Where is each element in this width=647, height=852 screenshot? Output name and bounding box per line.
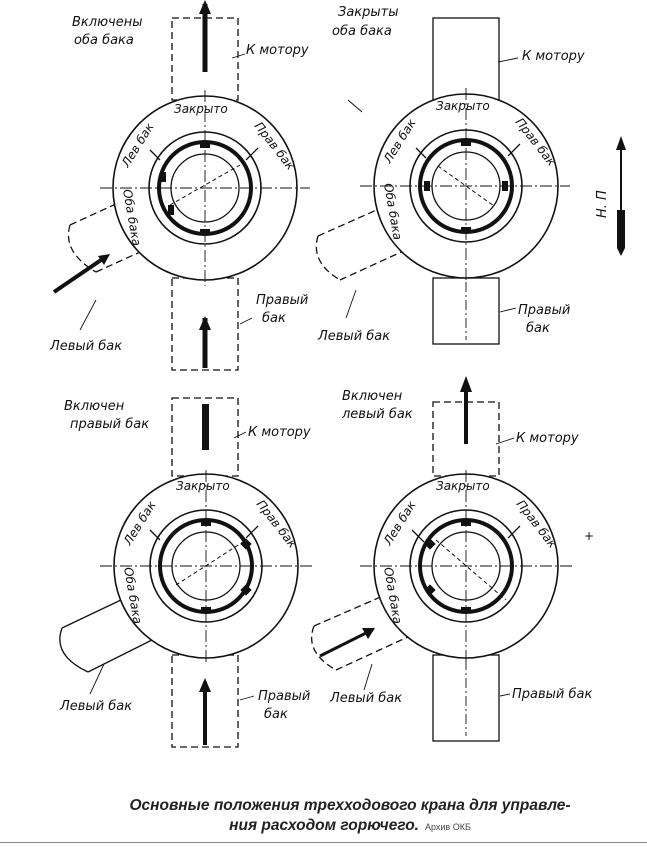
right-tank-label: Правый	[256, 293, 308, 308]
caption-line-2: ния расходом горючего. Архив ОКБ	[56, 816, 644, 837]
right-tank-label: бак	[262, 311, 286, 326]
bottom-rule	[0, 842, 647, 843]
dial-closed-label: Закрыто	[436, 99, 490, 113]
caption-line-1: Основные положения трехходового крана дл…	[129, 797, 571, 814]
dial-closed-label: Закрыто	[174, 102, 228, 116]
dial-closed-label: Закрыто	[176, 479, 230, 493]
right-tank-label: Правый бак	[512, 687, 592, 702]
left-tank-label: Левый бак	[59, 699, 132, 714]
north-arrow: Н. П	[595, 136, 626, 256]
panel-top-right: Закрыты оба бака К мотору Закрыто Лев ба…	[315, 5, 626, 345]
panel-top-left: Включены оба бака К мотору Закрыто Лев б…	[49, 0, 310, 371]
motor-label: К мотору	[522, 49, 585, 64]
archive-credit: Архив ОКБ	[425, 822, 471, 832]
motor-label: К мотору	[246, 43, 309, 58]
direction-label: Н. П	[595, 190, 610, 218]
panel-bottom-right: Включен левый бак К мотору Закрыто Лев б…	[310, 376, 594, 742]
state-label: оба бака	[74, 33, 134, 48]
state-label: оба бака	[332, 24, 392, 39]
figure-caption: Основные положения трехходового крана дл…	[56, 796, 644, 837]
left-tank-label: Левый бак	[317, 329, 390, 344]
left-tank-pipe	[315, 203, 411, 281]
state-label: Включены	[72, 15, 142, 30]
svg-text:+: +	[584, 529, 594, 543]
caption-line-2-text: ния расходом горючего.	[229, 817, 419, 834]
left-tank-label: Левый бак	[329, 691, 402, 706]
right-tank-label: бак	[264, 707, 288, 722]
state-label: левый бак	[341, 407, 413, 422]
motor-label: К мотору	[248, 425, 311, 440]
state-label: правый бак	[70, 417, 149, 432]
right-tank-label: Правый	[518, 303, 570, 318]
panel-bottom-left: Включен правый бак К мотору Закрыто Лев …	[59, 397, 312, 748]
motor-label: К мотору	[516, 431, 579, 446]
left-tank-label: Левый бак	[49, 339, 122, 354]
motor-pipe	[432, 17, 500, 101]
dial-closed-label: Закрыто	[436, 479, 490, 493]
state-label: Включен	[342, 389, 403, 404]
state-label: Закрыты	[338, 5, 399, 20]
state-label: Включен	[64, 399, 125, 414]
right-tank-label: Правый	[258, 689, 310, 704]
right-tank-label: бак	[526, 321, 550, 336]
flow-arrow-from-left	[319, 630, 369, 658]
flow-arrow-from-left	[52, 256, 106, 294]
